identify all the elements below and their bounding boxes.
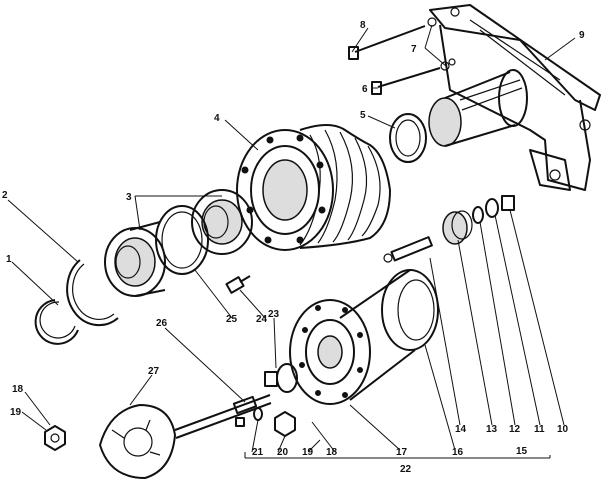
- bolt-part-21: [235, 417, 245, 427]
- callout-27: 27: [148, 366, 160, 377]
- nut-part-19-lower: [274, 411, 296, 437]
- callout-1: 1: [6, 254, 12, 265]
- callout-21: 21: [252, 447, 264, 458]
- callout-3: 3: [126, 192, 132, 203]
- callout-labels: 1 2 3 4 5 6 7 8 9 10 11 12 13 14 15 16 1…: [2, 20, 585, 475]
- tube-upper: [428, 69, 528, 147]
- nut-part-10: [501, 195, 515, 211]
- callout-25: 25: [226, 314, 238, 325]
- callout-5: 5: [360, 110, 366, 121]
- callout-17: 17: [396, 447, 408, 458]
- callout-19a: 19: [10, 407, 22, 418]
- bearing-part-3-small: [104, 221, 166, 297]
- finned-housing-part-4: [236, 124, 391, 251]
- leader-lines: [7, 24, 576, 459]
- bearing-part-3-large: [191, 189, 253, 255]
- callout-10: 10: [557, 424, 569, 435]
- callout-20: 20: [277, 447, 289, 458]
- washer-part-11: [485, 198, 499, 218]
- bolt-part-8: [348, 17, 437, 60]
- callout-18b: 18: [326, 447, 338, 458]
- snap-ring-part-2: [66, 259, 119, 327]
- callout-9: 9: [579, 30, 585, 41]
- nut-part-19-left: [44, 425, 66, 451]
- callout-7: 7: [411, 44, 417, 55]
- shaft-part-26: [174, 394, 272, 439]
- ring-part-25: [155, 205, 209, 275]
- ring-part-5: [389, 113, 427, 163]
- callout-26: 26: [156, 318, 168, 329]
- part-23: [264, 363, 298, 393]
- hub-part-16: [339, 269, 439, 401]
- bolt-part-6: [371, 58, 456, 95]
- spring-part-13: [442, 210, 473, 245]
- axle-part-14: [383, 236, 433, 263]
- flange-part-17: [289, 299, 371, 405]
- callout-19b: 19: [302, 447, 314, 458]
- callout-22: 22: [400, 464, 412, 475]
- callout-4: 4: [214, 113, 220, 124]
- plate-part-27: [99, 404, 176, 479]
- callout-14: 14: [455, 424, 467, 435]
- washer-part-12: [472, 206, 484, 224]
- washer-part-20: [253, 407, 263, 421]
- callout-11: 11: [534, 424, 545, 435]
- callout-24: 24: [256, 314, 268, 325]
- callout-23: 23: [268, 309, 280, 320]
- fitting-part-24: [225, 275, 251, 294]
- callout-6: 6: [362, 84, 368, 95]
- snap-ring-part-1: [34, 299, 79, 345]
- callout-2: 2: [2, 190, 8, 201]
- callout-16: 16: [452, 447, 464, 458]
- callout-8: 8: [360, 20, 366, 31]
- callout-13: 13: [486, 424, 498, 435]
- callout-12: 12: [509, 424, 521, 435]
- bracket-part-9: [429, 4, 601, 191]
- callout-18a: 18: [12, 384, 24, 395]
- callout-15: 15: [516, 446, 528, 457]
